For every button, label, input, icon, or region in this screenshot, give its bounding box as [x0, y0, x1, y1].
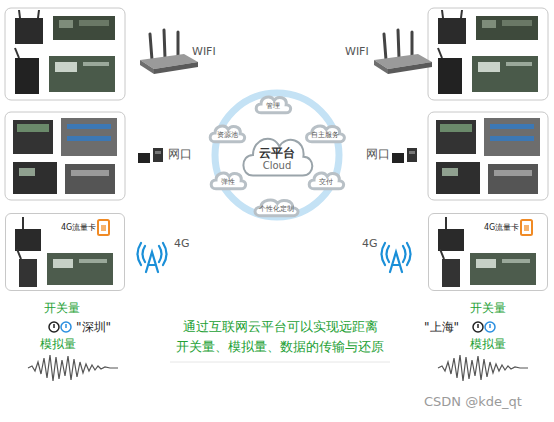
- product-frame: [428, 112, 548, 200]
- platform-title: 云平台: [259, 147, 295, 160]
- channel-label: WIFI: [345, 46, 369, 57]
- city-label: "上海": [424, 321, 459, 333]
- signal-type-label: 开关量: [44, 302, 80, 314]
- product-box: 4G流量卡: [428, 213, 548, 291]
- signal-type-label: 模拟量: [470, 338, 506, 350]
- device-photo: [436, 118, 540, 194]
- device-photo: [15, 217, 113, 287]
- feature-label: 个性化定制: [259, 206, 294, 214]
- cloud-outline: [256, 97, 290, 113]
- wifi-router-icon: [140, 30, 198, 74]
- feature-label: 自主服务: [311, 132, 339, 140]
- cloud-platform: 云平台Cloud: [237, 127, 317, 183]
- device-photo: [15, 10, 115, 94]
- switch-icon: [49, 322, 71, 332]
- watermark: CSDN @kde_qt: [424, 395, 522, 408]
- cloud-outline: [309, 173, 343, 189]
- channel-label: 4G: [362, 238, 378, 249]
- product-frame: [5, 112, 125, 200]
- cloud-outline: [255, 200, 298, 216]
- product-box: 4G流量卡: [5, 213, 125, 291]
- feature-bubble: 交付: [306, 168, 346, 192]
- product-frame: [5, 8, 125, 100]
- city-label: "深圳": [76, 321, 111, 333]
- feature-label: 管理: [266, 103, 280, 111]
- sim-card-label: 4G流量卡: [484, 224, 519, 233]
- channel-label: 网口: [168, 148, 192, 160]
- network-port-icon: [392, 148, 417, 163]
- feature-bubble: 个性化定制: [251, 195, 301, 219]
- signal-type-label: 模拟量: [40, 338, 76, 350]
- feature-label: 弹性: [221, 179, 235, 187]
- cloud-outline: [211, 173, 245, 189]
- feature-bubble: 自主服务: [303, 121, 347, 145]
- cloud-outline: [243, 139, 312, 176]
- feature-bubble: 弹性: [208, 168, 248, 192]
- feature-label: 资源池: [217, 132, 238, 140]
- network-port-icon: [138, 148, 163, 163]
- sim-card-icon: [521, 220, 532, 235]
- description-text: 通过互联网云平台可以实现远距离: [170, 320, 390, 333]
- wifi-router-icon: [374, 30, 432, 74]
- channel-label: WIFI: [192, 46, 216, 57]
- device-photo: [438, 10, 538, 94]
- device-photo: [13, 118, 117, 194]
- feature-label: 交付: [319, 179, 333, 187]
- channel-label: 网口: [366, 148, 390, 160]
- switch-icon: [473, 322, 495, 332]
- divider-line: [170, 362, 390, 363]
- description-text: 开关量、模拟量、数据的传输与还原: [170, 340, 390, 353]
- feature-bubble: 管理: [253, 92, 293, 116]
- antenna-tower-icon: [138, 243, 167, 272]
- antenna-tower-icon: [382, 243, 411, 272]
- channel-label: 4G: [174, 238, 190, 249]
- cloud-outline: [307, 126, 345, 142]
- analog-waveform: [28, 355, 118, 381]
- feature-bubble: 资源池: [207, 121, 247, 145]
- product-frame: [428, 8, 548, 100]
- analog-waveform: [438, 355, 528, 381]
- signal-type-label: 开关量: [470, 302, 506, 314]
- sim-card-label: 4G流量卡: [61, 224, 96, 233]
- cloud-ring: [215, 93, 339, 217]
- platform-subtitle: Cloud: [263, 160, 292, 171]
- sim-card-icon: [98, 220, 109, 235]
- cloud-outline: [210, 126, 244, 142]
- device-photo: [438, 217, 536, 287]
